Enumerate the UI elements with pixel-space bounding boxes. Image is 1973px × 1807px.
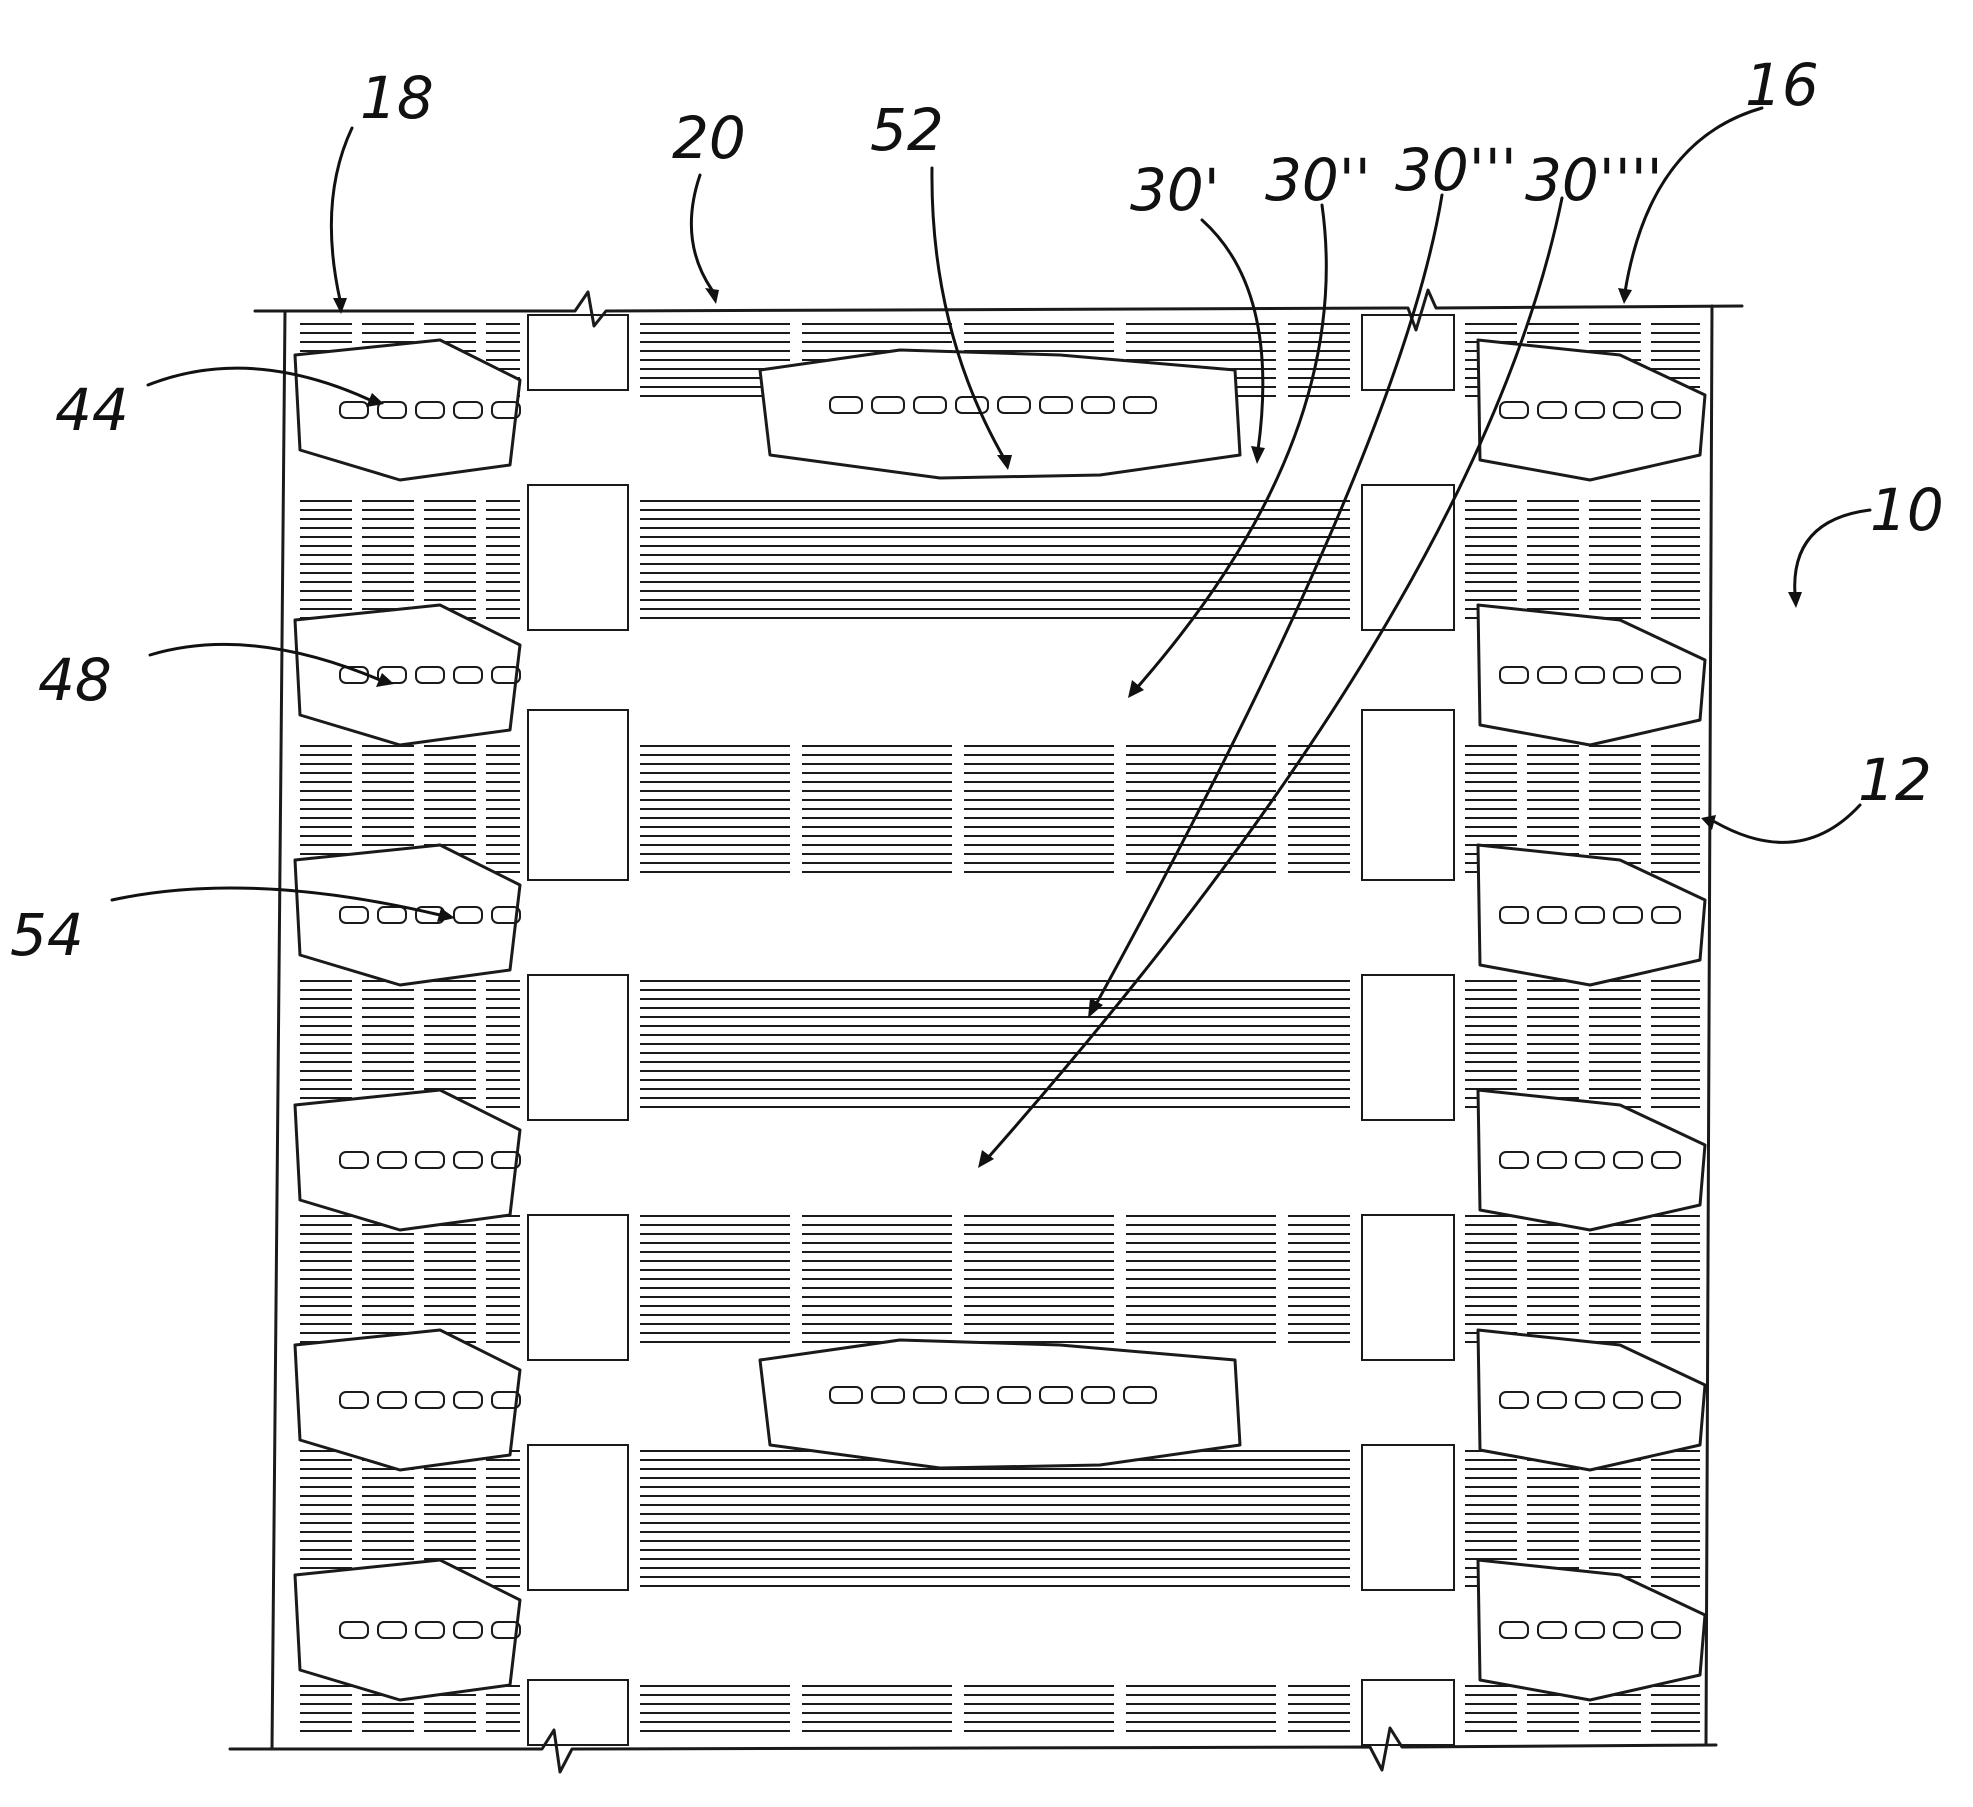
window-left-2 [528, 485, 628, 630]
window-right-3 [1362, 710, 1454, 880]
arrowhead-16 [1618, 288, 1632, 304]
lug-right-6 [1478, 1560, 1705, 1700]
lug-center-5 [760, 1340, 1240, 1468]
window-right-2 [1362, 485, 1454, 630]
label-30c: 30''' [1395, 136, 1517, 204]
label-10: 10 [1870, 476, 1944, 544]
lug-right-4 [1478, 1090, 1705, 1230]
arrowhead-30a [1251, 446, 1265, 464]
label-54: 54 [10, 901, 84, 969]
window-right-5 [1362, 1215, 1454, 1360]
hatch-center-3 [640, 746, 1350, 872]
hatch-right-2 [1465, 501, 1700, 618]
lug-left-2 [295, 605, 520, 745]
label-30b: 30'' [1265, 146, 1371, 214]
leader-18 [331, 128, 352, 300]
label-12: 12 [1858, 746, 1932, 814]
lug-left-3 [295, 845, 520, 985]
leader-30c [1094, 195, 1442, 1008]
hatch-right-4 [1465, 981, 1700, 1107]
leader-10 [1795, 510, 1870, 595]
label-20: 20 [672, 104, 746, 172]
lug-left-5 [295, 1330, 520, 1470]
leader-12 [1715, 805, 1860, 842]
hatch-left-4 [300, 981, 520, 1107]
lug-left-6 [295, 1560, 520, 1700]
label-18: 18 [360, 64, 434, 132]
window-left-4 [528, 975, 628, 1120]
window-left-3 [528, 710, 628, 880]
hatch-center-5 [640, 1216, 1350, 1342]
window-left-6 [528, 1445, 628, 1590]
window-left-7 [528, 1680, 628, 1745]
hatch-center-4 [640, 981, 1350, 1107]
label-44: 44 [55, 376, 129, 444]
arrowhead-20 [705, 288, 719, 304]
hatch-center-6 [640, 1451, 1350, 1586]
crossbar-hatching [300, 324, 1700, 1731]
window-left-1 [528, 315, 628, 390]
window-right-6 [1362, 1445, 1454, 1590]
lug-left-4 [295, 1090, 520, 1230]
label-30d: 30'''' [1525, 146, 1663, 214]
label-30a: 30' [1130, 156, 1220, 224]
label-52: 52 [870, 96, 944, 164]
lug-right-5 [1478, 1330, 1705, 1470]
hatch-left-2 [300, 501, 520, 618]
guide-windows [528, 315, 1454, 1745]
window-right-4 [1362, 975, 1454, 1120]
hatch-left-5 [300, 1216, 520, 1342]
hatch-center-2 [640, 501, 1350, 618]
lug-right-2 [1478, 605, 1705, 745]
arrowhead-10 [1788, 592, 1802, 608]
label-48: 48 [38, 646, 112, 714]
hatch-center-7 [640, 1686, 1350, 1731]
window-right-7 [1362, 1680, 1454, 1745]
leader-20 [691, 175, 712, 290]
label-16: 16 [1745, 51, 1819, 119]
hatch-right-5 [1465, 1216, 1700, 1342]
lug-right-3 [1478, 845, 1705, 985]
window-left-5 [528, 1215, 628, 1360]
